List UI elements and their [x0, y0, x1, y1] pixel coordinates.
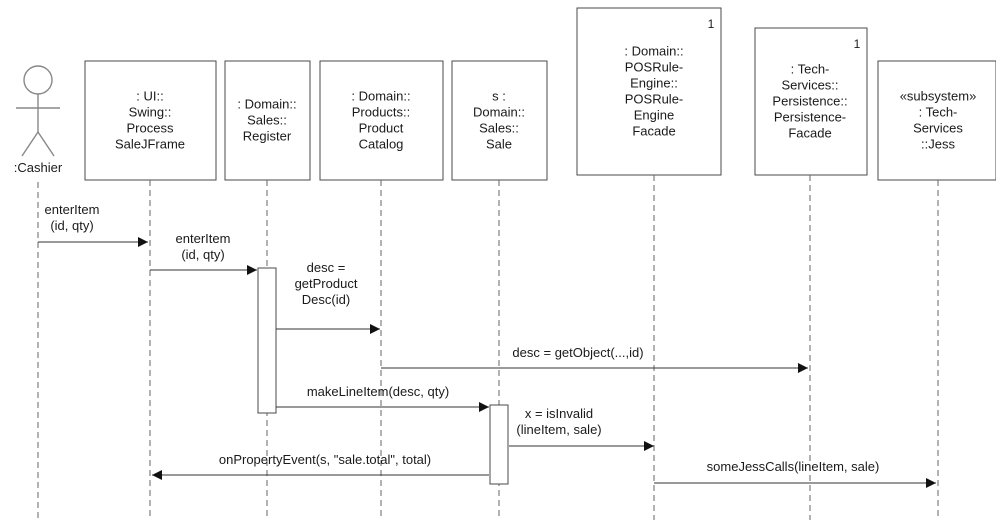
participant-label-line: Sales::	[479, 121, 519, 136]
message-label-line: (id, qty)	[50, 218, 93, 233]
arrowhead-icon	[138, 237, 148, 247]
message-label-line: Desc(id)	[302, 292, 350, 307]
participant-label-line: Process	[127, 121, 174, 136]
message-m2: enterItem(id, qty)	[150, 231, 257, 275]
participant-box	[451, 60, 548, 181]
stick-figure-icon	[16, 65, 60, 157]
participant-label-line: Sales::	[247, 113, 287, 128]
arrowhead-icon	[152, 470, 162, 480]
actor-label: :Cashier	[14, 160, 63, 175]
message-m5: makeLineItem(desc, qty)	[276, 384, 489, 412]
message-m1: enterItem(id, qty)	[38, 202, 148, 247]
participant-label-line: SaleJFrame	[115, 137, 185, 152]
multiplicity-label: 1	[708, 17, 715, 31]
message-label-line: enterItem	[45, 202, 100, 217]
arrowhead-icon	[644, 441, 654, 451]
message-m7: onPropertyEvent(s, "sale.total", total)	[152, 452, 489, 480]
participant-label-line: Register	[243, 129, 292, 144]
arrowhead-icon	[247, 265, 257, 275]
participant-sale: s :Domain::Sales::Sale	[451, 60, 548, 520]
arrowhead-icon	[479, 402, 489, 412]
participant-persistence: : Tech-Services::Persistence::Persistenc…	[754, 27, 868, 520]
participant-box	[224, 60, 311, 181]
message-label-line: someJessCalls(lineItem, sale)	[707, 459, 880, 474]
participant-box	[877, 60, 996, 181]
participant-label-line: Engine::	[630, 76, 678, 91]
participant-label-line: Products::	[352, 105, 411, 120]
participant-label-line: : Domain::	[237, 97, 296, 112]
participant-cashier: :Cashier	[14, 65, 63, 520]
message-label-line: onPropertyEvent(s, "sale.total", total)	[219, 452, 431, 467]
message-m8: someJessCalls(lineItem, sale)	[654, 459, 936, 488]
activation-bar	[257, 267, 277, 414]
participant-label-line: Services::	[781, 78, 838, 93]
participant-label-line: Swing::	[129, 105, 172, 120]
participant-label-line: POSRule-	[625, 92, 684, 107]
message-m6: x = isInvalid(lineItem, sale)	[509, 406, 654, 451]
participant-label-line: Facade	[632, 124, 675, 139]
message-label-line: getProduct	[295, 276, 358, 291]
participant-label-line: s :	[492, 89, 506, 104]
participant-label-line: : Domain::	[351, 89, 410, 104]
message-label-line: enterItem	[176, 231, 231, 246]
participant-label-line: : Tech-	[919, 105, 958, 120]
participant-label-line: Catalog	[359, 137, 404, 152]
participant-box	[319, 60, 444, 181]
participant-label-line: Persistence::	[772, 94, 847, 109]
participant-box	[576, 7, 722, 176]
arrowhead-icon	[798, 363, 808, 373]
message-m4: desc = getObject(...,id)	[381, 345, 808, 373]
arrowhead-icon	[370, 324, 380, 334]
participant-box	[84, 60, 217, 181]
message-label-line: makeLineItem(desc, qty)	[307, 384, 449, 399]
participant-label-line: : UI::	[136, 89, 163, 104]
participant-register: : Domain::Sales::Register	[224, 60, 311, 520]
activation-bar	[489, 404, 509, 485]
participant-jess: «subsystem»: Tech-Services::Jess	[877, 60, 996, 520]
message-label-line: (lineItem, sale)	[516, 422, 601, 437]
participant-label-line: ::Jess	[921, 137, 955, 152]
participant-label-line: Services	[913, 121, 963, 136]
message-label-line: (id, qty)	[181, 247, 224, 262]
participant-label-line: Sale	[486, 137, 512, 152]
participant-label-line: POSRule-	[625, 60, 684, 75]
participant-label-line: Facade	[788, 126, 831, 141]
participant-label-line: Product	[359, 121, 404, 136]
arrowhead-icon	[926, 478, 936, 488]
participant-label-line: Persistence-	[774, 110, 846, 125]
participant-box	[754, 27, 868, 176]
participant-label-line: Domain::	[473, 105, 525, 120]
participant-label-line: «subsystem»	[900, 89, 977, 104]
message-label-line: desc =	[307, 260, 346, 275]
participant-label-line: Engine	[634, 108, 674, 123]
participant-label-line: : Domain::	[624, 44, 683, 59]
participant-rules: : Domain::POSRule-Engine::POSRule-Engine…	[576, 7, 722, 520]
message-label-line: desc = getObject(...,id)	[512, 345, 643, 360]
multiplicity-label: 1	[854, 37, 861, 51]
message-label-line: x = isInvalid	[525, 406, 593, 421]
participant-label-line: : Tech-	[791, 62, 830, 77]
